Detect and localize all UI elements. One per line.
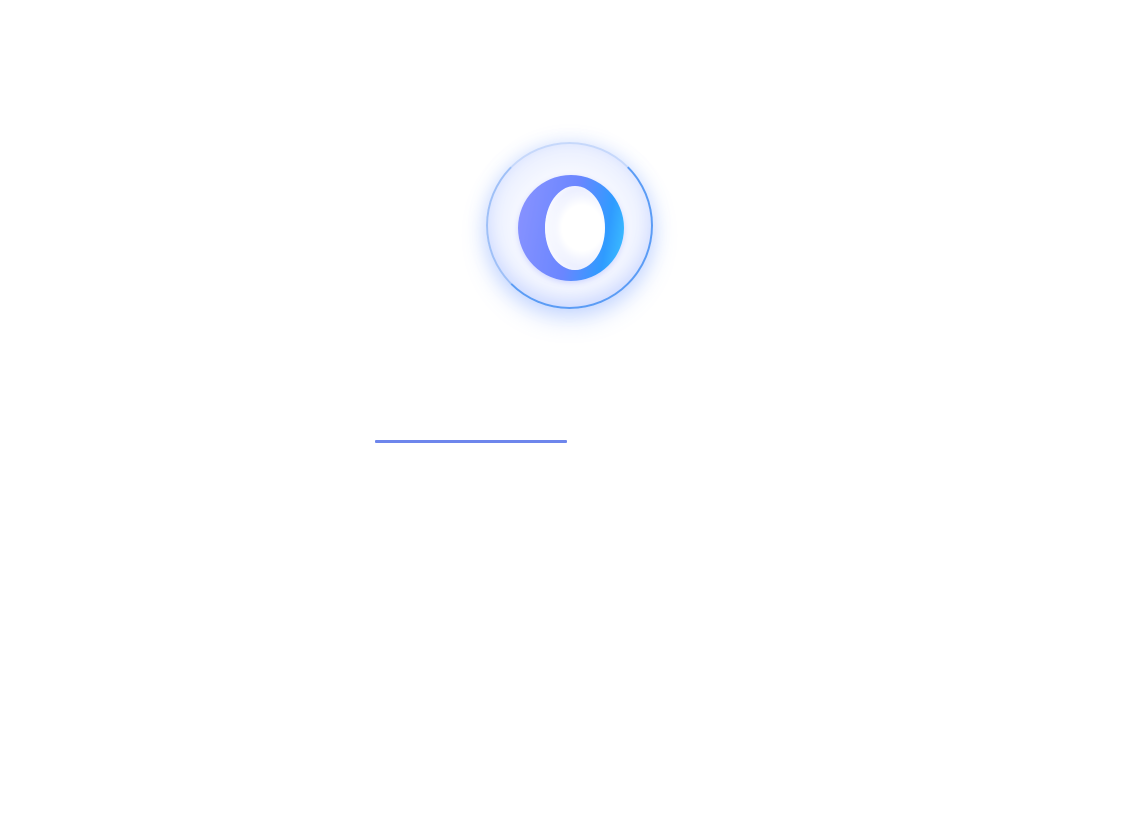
accent-underline <box>375 440 567 443</box>
logo-badge <box>486 142 653 309</box>
logo-ring-center <box>545 186 605 270</box>
app-logo <box>486 142 653 309</box>
app-logo-icon <box>518 175 624 281</box>
